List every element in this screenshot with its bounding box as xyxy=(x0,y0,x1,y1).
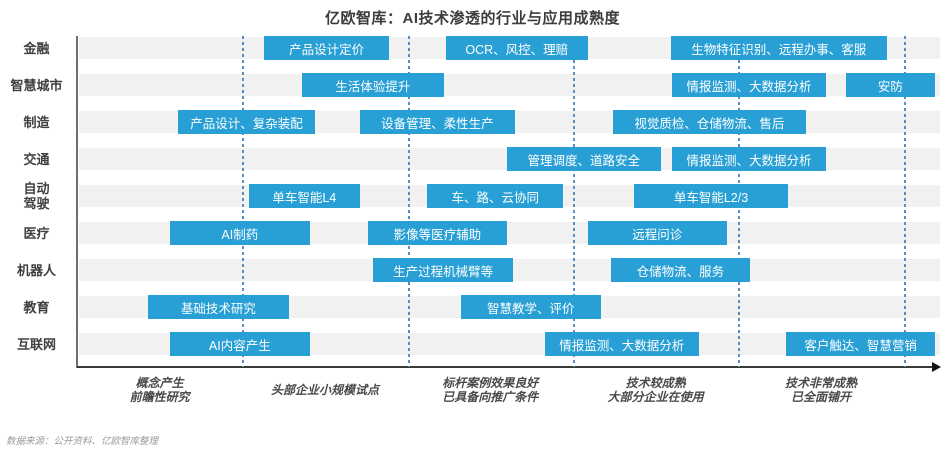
source-note: 数据来源：公开资料、亿欧智库整理 xyxy=(6,436,159,447)
stage-label: 技术非常成熟已全面铺开 xyxy=(785,372,857,408)
application-segment: 产品设计、复杂装配 xyxy=(177,110,316,134)
industry-label-line: 自动 xyxy=(23,181,50,196)
industry-label-line: 驾驶 xyxy=(23,196,50,211)
stage-label: 技术较成熟大部分企业在使用 xyxy=(608,372,704,408)
industry-label: 互联网 xyxy=(0,333,73,355)
application-segment: 客户触达、智慧营销 xyxy=(786,332,936,356)
application-segment: 生产过程机械臂等 xyxy=(372,258,514,282)
industry-label-line: 互联网 xyxy=(16,336,56,352)
industry-label: 制造 xyxy=(0,111,73,133)
y-axis xyxy=(76,36,78,368)
application-segment: 情报监测、大数据分析 xyxy=(672,147,826,171)
industry-label: 教育 xyxy=(0,296,73,318)
application-segment: AI制药 xyxy=(169,221,311,245)
application-segment: AI内容产生 xyxy=(169,332,311,356)
application-segment: 智慧教学、评价 xyxy=(460,295,602,319)
stage-divider xyxy=(903,36,906,367)
industry-label-line: 机器人 xyxy=(16,262,56,278)
industry-label-line: 教育 xyxy=(23,299,50,315)
chart-title: 亿欧智库：AI技术渗透的行业与应用成熟度 xyxy=(324,10,620,27)
application-segment: 情报监测、大数据分析 xyxy=(544,332,699,356)
stage-divider xyxy=(407,36,410,367)
stage-divider xyxy=(572,36,575,367)
industry-label: 交通 xyxy=(0,148,73,170)
stage-label-line: 头部企业小规模试点 xyxy=(270,382,379,397)
application-segment: 生物特征识别、远程办事、客服 xyxy=(670,36,888,60)
stage-label-line: 已全面铺开 xyxy=(790,390,851,404)
stage-divider xyxy=(242,36,245,367)
application-segment: 情报监测、大数据分析 xyxy=(672,73,826,97)
application-segment: 远程问诊 xyxy=(587,221,727,245)
application-segment: OCR、风控、理赔 xyxy=(445,36,588,60)
stage-label-line: 标杆案例效果良好 xyxy=(442,375,539,390)
application-segment: 车、路、云协同 xyxy=(427,184,564,208)
industry-label: 智慧城市 xyxy=(0,74,73,96)
application-segment: 视觉质检、仓储物流、售后 xyxy=(612,110,807,134)
application-segment: 影像等医疗辅助 xyxy=(367,221,507,245)
application-segment: 设备管理、柔性生产 xyxy=(359,110,516,134)
industry-label-line: 智慧城市 xyxy=(10,77,63,93)
x-axis-arrow-icon xyxy=(932,362,941,372)
application-segment: 产品设计定价 xyxy=(263,36,390,60)
application-segment: 单车智能L4 xyxy=(248,184,360,208)
application-segment: 单车智能L2/3 xyxy=(634,184,788,208)
stage-label: 头部企业小规模试点 xyxy=(271,372,379,408)
stage-label-line: 已具备向推广条件 xyxy=(442,390,539,404)
industry-label-line: 医疗 xyxy=(23,225,50,241)
application-segment: 管理调度、道路安全 xyxy=(506,147,661,171)
stage-label-line: 技术较成熟 xyxy=(625,375,686,390)
x-axis xyxy=(77,366,934,368)
stage-label-line: 概念产生 xyxy=(135,375,184,390)
stage-label: 标杆案例效果良好已具备向推广条件 xyxy=(442,372,538,408)
industry-label: 机器人 xyxy=(0,259,73,281)
industry-label-line: 制造 xyxy=(23,114,50,130)
industry-label-line: 金融 xyxy=(23,40,50,56)
industry-label: 医疗 xyxy=(0,222,73,244)
stage-labels: 概念产生前瞻性研究 头部企业小规模试点 标杆案例效果良好已具备向推广条件 技术较成熟大… xyxy=(77,372,940,408)
stage-label-line: 前瞻性研究 xyxy=(129,390,190,404)
industry-label-line: 交通 xyxy=(23,151,50,167)
stage-label-line: 技术非常成熟 xyxy=(784,375,857,390)
application-segment: 安防 xyxy=(845,73,936,97)
application-segment: 生活体验提升 xyxy=(301,73,444,97)
application-segment: 仓储物流、服务 xyxy=(611,258,750,282)
stage-label-line: 大部分企业在使用 xyxy=(607,390,704,404)
stage-label: 概念产生前瞻性研究 xyxy=(130,372,190,408)
application-segment: 基础技术研究 xyxy=(148,295,289,319)
industry-label: 自动驾驶 xyxy=(0,181,73,211)
industry-labels: 金融智慧城市制造交通自动驾驶医疗机器人教育互联网 xyxy=(0,36,73,367)
industry-label: 金融 xyxy=(0,37,73,59)
